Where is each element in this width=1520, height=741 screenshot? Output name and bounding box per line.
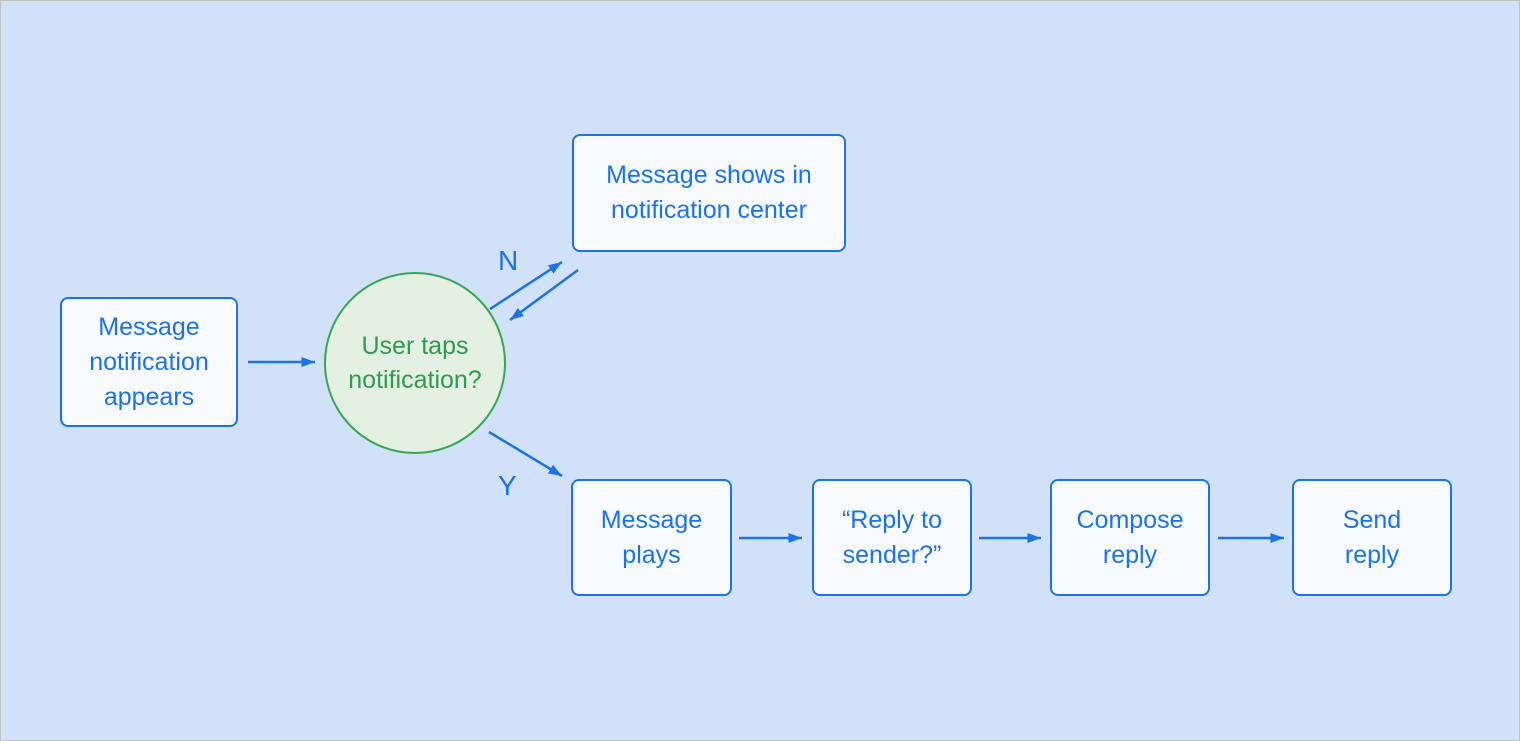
node-send-reply: Send reply <box>1292 479 1452 596</box>
edge-label-no: N <box>498 245 519 276</box>
node-reply-to-sender: “Reply to sender?” <box>812 479 972 596</box>
node-compose-reply: Compose reply <box>1050 479 1210 596</box>
node-label: Message plays <box>600 505 703 569</box>
node-label: Message notification appears <box>89 312 209 411</box>
node-message-plays: Message plays <box>571 479 732 596</box>
node-message-shows-in-notification-center: Message shows in notification center <box>572 134 846 252</box>
node-label: User taps notification? <box>348 332 482 394</box>
node-label: “Reply to sender?” <box>841 505 943 569</box>
edge-label-yes: Y <box>498 470 517 501</box>
node-label: Message shows in notification center <box>606 161 812 224</box>
node-decision-user-taps-notification: User taps notification? <box>324 272 506 454</box>
node-message-notification-appears: Message notification appears <box>60 297 238 427</box>
arrow-notification-center-to-decision <box>509 268 579 322</box>
node-label: Send reply <box>1342 505 1402 569</box>
node-label: Compose reply <box>1076 505 1184 569</box>
